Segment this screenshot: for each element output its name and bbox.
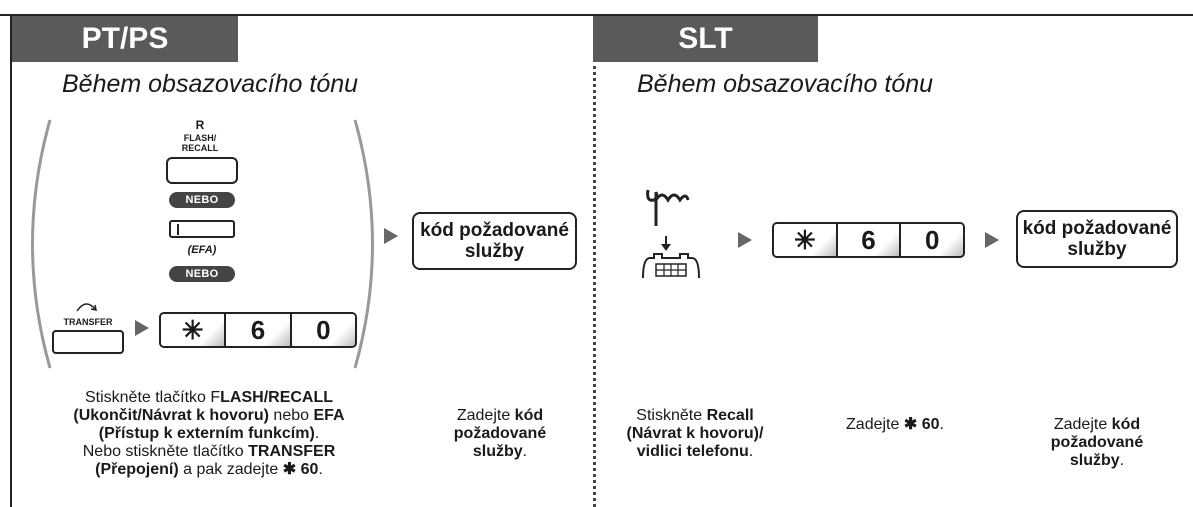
transfer-arrow-icon xyxy=(76,303,97,312)
caption-text: kód xyxy=(514,407,544,424)
caption-right-step3: Zadejte kód požadované služby. xyxy=(1022,416,1172,470)
left-bracket xyxy=(31,119,52,369)
caption-left-step2: Zadejte kód požadované služby. xyxy=(420,407,580,461)
key-6[interactable]: 6 xyxy=(837,224,902,256)
flash-label-line1: FLASH/ xyxy=(183,133,217,143)
flash-r-label: R xyxy=(195,118,205,132)
efa-indicator xyxy=(177,224,179,235)
bracket-group xyxy=(31,119,374,369)
subtitle-left: Během obsazovacího tónu xyxy=(62,70,359,98)
caption-text: Stiskněte xyxy=(636,407,707,424)
service-code-line2: služby xyxy=(464,241,525,262)
caption-text: ✱ 60 xyxy=(903,416,940,433)
caption-text: a pak zadejte xyxy=(178,461,283,478)
nebo-badge-2: NEBO xyxy=(169,266,235,282)
subtitle-right: Během obsazovacího tónu xyxy=(637,70,934,98)
caption-text: Stiskněte tlačítko F xyxy=(84,389,221,406)
right-arrow-icon xyxy=(135,320,149,336)
right-bracket xyxy=(353,119,374,369)
caption-text: (Návrat k hovoru)/ xyxy=(626,425,764,442)
top-border xyxy=(0,14,1193,16)
caption-text: TRANSFER xyxy=(248,443,336,460)
right-arrow-icon xyxy=(738,232,752,248)
caption-right-step1: Stiskněte Recall (Návrat k hovoru)/ vidl… xyxy=(600,407,790,461)
caption-text: . xyxy=(314,425,320,442)
tab-slt-label: SLT xyxy=(678,22,733,55)
caption-text: požadované xyxy=(1050,434,1144,451)
caption-text: služby xyxy=(1069,452,1120,469)
key-0[interactable]: 0 xyxy=(291,314,355,346)
right-arrow-icon xyxy=(985,232,999,248)
caption-text: . xyxy=(939,416,944,433)
caption-text: . xyxy=(748,443,754,460)
left-border xyxy=(10,14,12,507)
caption-text: Recall xyxy=(706,407,754,424)
caption-text: (Ukončit/Návrat k hovoru) xyxy=(73,407,269,424)
efa-button[interactable] xyxy=(169,220,235,238)
flash-label-line2: RECALL xyxy=(181,143,219,153)
hand-pressing-hookswitch-icon xyxy=(642,189,700,279)
caption-text: (Přístup k externím funkcím) xyxy=(98,425,315,442)
flash-recall-button[interactable] xyxy=(166,157,238,184)
caption-left-step1: Stiskněte tlačítko FLASH/RECALL (Ukončit… xyxy=(14,389,404,479)
caption-text: EFA xyxy=(313,407,345,424)
keypad-star-60-left: ✳ 6 0 xyxy=(159,312,357,348)
keypad-star-60-right: ✳ 6 0 xyxy=(772,222,965,258)
caption-text: . xyxy=(1119,452,1125,469)
tab-pt-ps-label: PT/PS xyxy=(81,22,169,55)
key-star[interactable]: ✳ xyxy=(774,224,838,256)
caption-text: Nebo stiskněte tlačítko xyxy=(82,443,249,460)
caption-text: nebo xyxy=(268,407,314,424)
transfer-label: TRANSFER xyxy=(63,317,113,327)
caption-text: vidlici telefonu xyxy=(636,443,749,460)
service-code-line2: služby xyxy=(1067,239,1127,260)
caption-text: LASH/RECALL xyxy=(220,389,334,406)
caption-text: služby xyxy=(472,443,523,460)
transfer-button[interactable] xyxy=(52,330,124,354)
tab-pt-ps: PT/PS xyxy=(12,16,238,62)
key-6[interactable]: 6 xyxy=(226,314,292,346)
right-arrow-icon xyxy=(384,228,398,244)
key-0[interactable]: 0 xyxy=(901,224,963,256)
tab-slt: SLT xyxy=(593,16,818,62)
caption-text: Zadejte xyxy=(1053,416,1112,433)
service-code-line1: kód požadované xyxy=(1022,218,1172,239)
caption-text: (Přepojení) xyxy=(95,461,179,478)
caption-text: . xyxy=(318,461,323,478)
caption-right-step2: Zadejte ✱ 60. xyxy=(815,416,975,434)
caption-text: Zadejte xyxy=(456,407,515,424)
efa-label: (EFA) xyxy=(187,244,217,256)
key-star[interactable]: ✳ xyxy=(161,314,227,346)
caption-text: . xyxy=(522,443,528,460)
caption-text: ✱ 60 xyxy=(282,461,319,478)
caption-text: požadované xyxy=(453,425,547,442)
caption-text: Zadejte xyxy=(846,416,904,433)
nebo-badge-1: NEBO xyxy=(169,192,235,208)
caption-text: kód xyxy=(1111,416,1141,433)
section-divider xyxy=(593,66,596,507)
service-code-line1: kód požadované xyxy=(420,220,569,241)
